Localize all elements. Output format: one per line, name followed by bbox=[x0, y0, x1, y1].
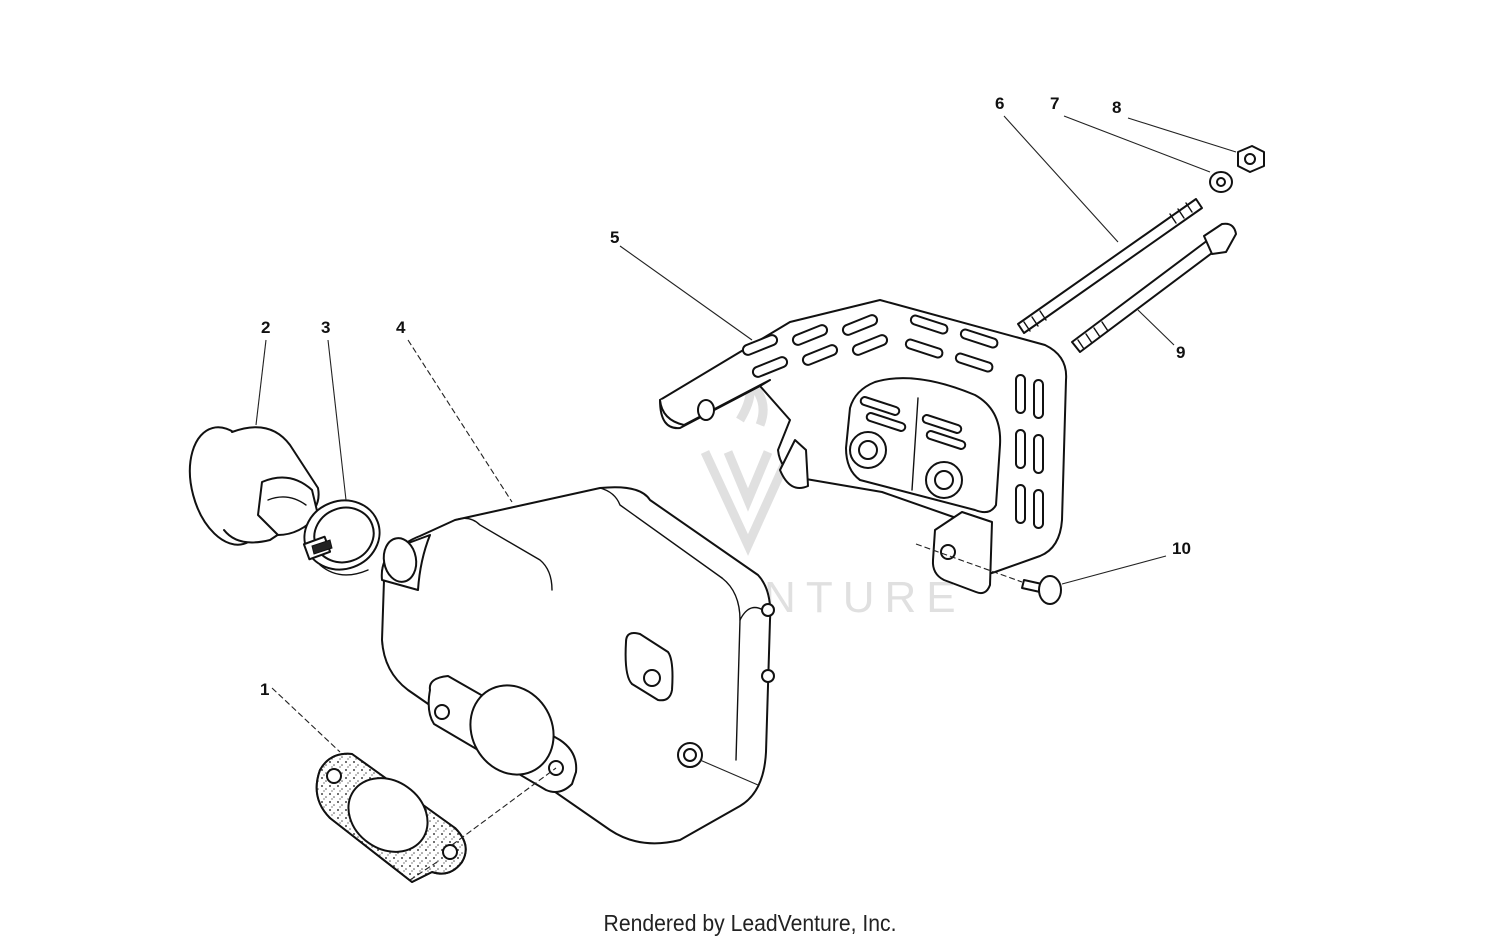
part-lock-washer bbox=[1209, 171, 1233, 193]
footer-credit: Rendered by LeadVenture, Inc. bbox=[603, 910, 897, 936]
callout-1: 1 bbox=[260, 680, 269, 699]
part-clamp bbox=[302, 499, 381, 576]
callout-3: 3 bbox=[321, 318, 330, 337]
callout-9: 9 bbox=[1176, 343, 1185, 362]
callout-2: 2 bbox=[261, 318, 270, 337]
part-gasket bbox=[315, 752, 467, 883]
callout-7: 7 bbox=[1050, 94, 1059, 113]
callout-4: 4 bbox=[396, 318, 406, 337]
callout-5: 5 bbox=[610, 228, 619, 247]
part-stud bbox=[1017, 198, 1203, 334]
callouts: 1 2 3 4 5 6 7 8 9 10 bbox=[260, 94, 1191, 699]
part-heat-shield bbox=[659, 299, 1068, 595]
part-muffler bbox=[380, 486, 775, 845]
callout-8: 8 bbox=[1112, 98, 1121, 117]
leader-lines bbox=[255, 115, 1237, 881]
part-screw bbox=[1021, 575, 1062, 605]
part-bolt bbox=[1071, 222, 1237, 353]
callout-10: 10 bbox=[1172, 539, 1191, 558]
callout-6: 6 bbox=[995, 94, 1004, 113]
part-hex-nut bbox=[1237, 145, 1265, 173]
part-deflector bbox=[188, 426, 320, 546]
